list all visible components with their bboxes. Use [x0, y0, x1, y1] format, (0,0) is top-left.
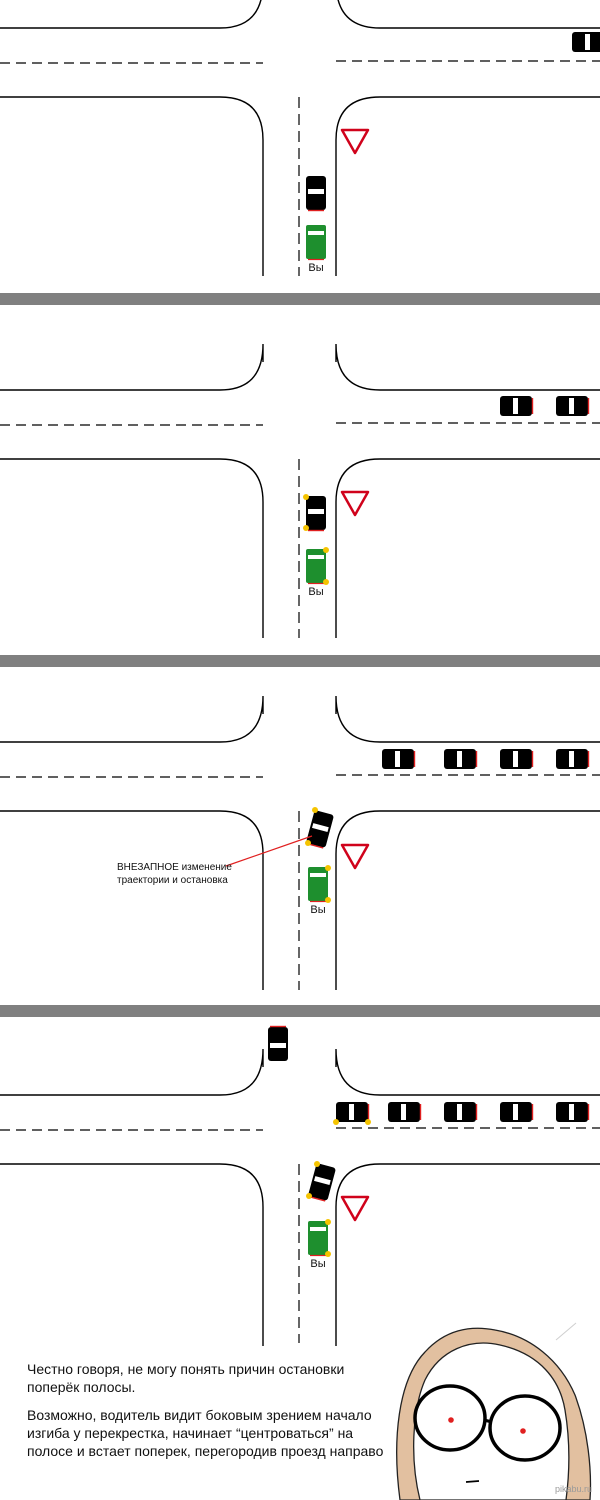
car-icon [305, 224, 327, 261]
turn-signal [323, 579, 329, 585]
car-icon [335, 1101, 370, 1123]
character-face-icon [396, 1322, 592, 1500]
turn-signal [303, 525, 309, 531]
caption-text: Возможно, водитель видит боковым зрением… [27, 1407, 384, 1459]
panel-3 [0, 667, 600, 1005]
turn-signal [312, 807, 318, 813]
turn-signal [333, 1119, 339, 1125]
car-icon [443, 748, 478, 770]
car-icon [307, 866, 329, 903]
car-icon [387, 1101, 422, 1123]
car-icon [555, 748, 590, 770]
panel-divider [0, 293, 600, 305]
car-icon [307, 1220, 329, 1257]
car-icon [305, 495, 327, 532]
your-car-label: Вы [308, 262, 324, 274]
car-icon [499, 1101, 534, 1123]
panel-divider [0, 1005, 600, 1017]
turn-signal [325, 1251, 331, 1257]
car-icon [267, 1025, 289, 1062]
car-icon [555, 1101, 590, 1123]
car-icon [499, 748, 534, 770]
turn-signal [314, 1161, 320, 1167]
turn-signal [305, 840, 311, 846]
panel-4 [0, 1017, 600, 1500]
yield-sign-icon [340, 128, 370, 155]
turn-signal [325, 865, 331, 871]
car-icon [381, 748, 416, 770]
your-car-label: Вы [308, 586, 324, 598]
turn-signal [365, 1119, 371, 1125]
your-car-label: Вы [310, 904, 326, 916]
car-icon [555, 395, 590, 417]
annotation-text: ВНЕЗАПНОЕ изменение траектории и останов… [117, 862, 232, 886]
turn-signal [325, 897, 331, 903]
panel-divider [0, 655, 600, 667]
car-icon [499, 395, 534, 417]
caption-text: Честно говоря, не могу понять причин ост… [27, 1361, 345, 1395]
panel-2 [0, 305, 600, 655]
panel-1 [0, 0, 600, 277]
turn-signal [303, 494, 309, 500]
car-icon [443, 1101, 478, 1123]
car-icon [305, 548, 327, 585]
watermark: pikabu.ru [554, 1484, 592, 1494]
turn-signal [306, 1193, 312, 1199]
car-icon [571, 31, 600, 53]
turn-signal [325, 1219, 331, 1225]
annotation-pointer [225, 835, 313, 867]
car-icon [305, 175, 327, 212]
your-car-label: Вы [310, 1258, 326, 1270]
road [0, 0, 600, 277]
turn-signal [323, 547, 329, 553]
